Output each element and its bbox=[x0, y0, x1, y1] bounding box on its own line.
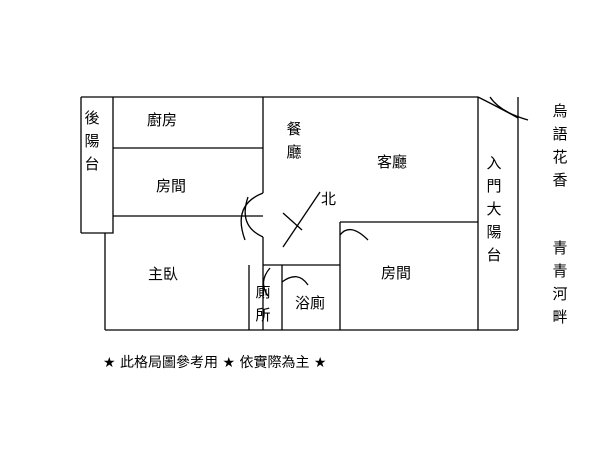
disclaimer-note: ★ 此格局圖參考用 ★ 依實際為主 ★ bbox=[103, 355, 327, 371]
room-label-dining: 餐廳 bbox=[286, 120, 302, 161]
door-toilet bbox=[262, 267, 271, 297]
compass-north-label: 北 bbox=[321, 190, 337, 208]
room-label-kitchen: 廚房 bbox=[147, 111, 178, 129]
rear-balcony-outline bbox=[81, 97, 114, 234]
room-label-master-bedroom: 主臥 bbox=[148, 265, 179, 283]
door-entrance-arc bbox=[489, 96, 529, 121]
door-right-bedroom bbox=[339, 228, 369, 241]
door-dining bbox=[244, 196, 264, 238]
side-text-left-column: 烏語花香 bbox=[552, 102, 568, 189]
room-label-toilet: 廁所 bbox=[255, 283, 271, 324]
room-label-entrance-balcony: 入門大陽台 bbox=[486, 154, 502, 264]
door-entrance bbox=[477, 96, 519, 119]
room-label-upper-bedroom: 房間 bbox=[156, 177, 187, 195]
room-label-living: 客廳 bbox=[377, 153, 408, 171]
room-label-rear-balcony: 後陽台 bbox=[84, 109, 100, 173]
room-label-right-bedroom: 房間 bbox=[381, 264, 412, 282]
wall-entrance-balcony bbox=[477, 97, 518, 331]
room-label-bathroom: 浴廁 bbox=[295, 294, 326, 312]
compass-line-1 bbox=[282, 212, 303, 231]
door-upper-bedroom bbox=[240, 192, 264, 241]
compass-line-2 bbox=[282, 191, 321, 248]
side-text-right-column: 青青河畔 bbox=[552, 239, 568, 326]
door-bathroom bbox=[281, 276, 309, 286]
